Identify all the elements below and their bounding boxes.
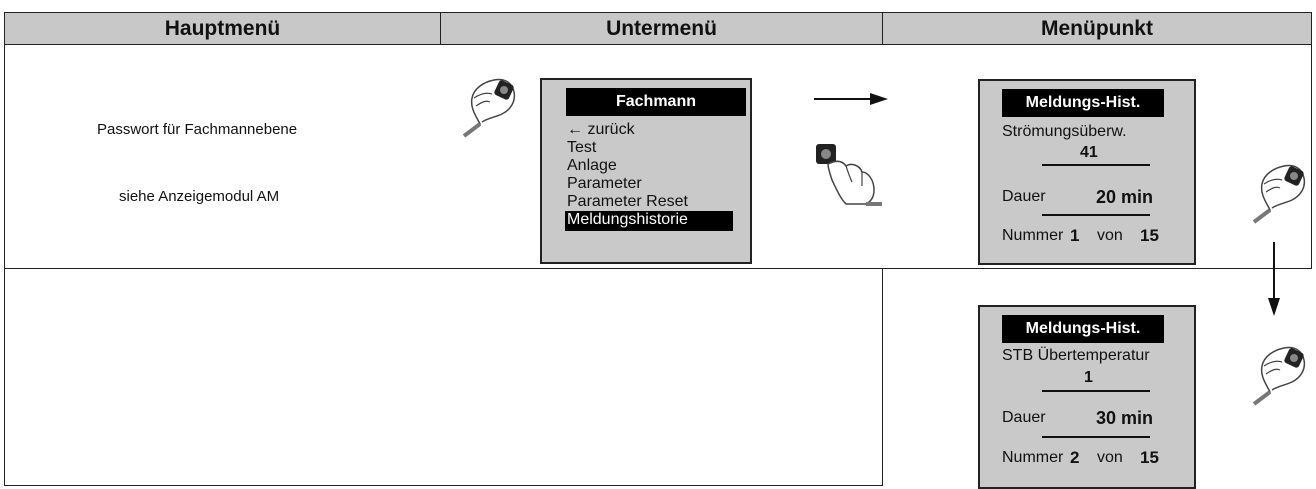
header-untermenu: Untermenü [440, 12, 883, 45]
table-row-divider [4, 268, 1312, 269]
table-right-border [1311, 44, 1312, 268]
menu-item-back[interactable]: ← zurück [567, 121, 635, 138]
history-2-of-label: von [1097, 449, 1123, 466]
history-1-title: Meldungs-Hist. [1002, 89, 1164, 117]
menu-item-anlage[interactable]: Anlage [567, 157, 617, 174]
history-1-number-value: 1 [1070, 226, 1080, 245]
knob-turn-hand-icon-2 [1252, 164, 1306, 224]
table-bottom-border [4, 485, 883, 486]
history-1-code: 41 [1080, 144, 1098, 161]
history-1-message: Strömungsüberw. [1002, 123, 1127, 140]
history-1-of-label: von [1097, 227, 1123, 244]
header-hauptmenu: Hauptmenü [4, 12, 441, 45]
submenu-panel: Fachmann ← zurück Test Anlage Parameter … [540, 78, 752, 264]
history-2-title: Meldungs-Hist. [1002, 315, 1164, 343]
history-1-total: 15 [1140, 226, 1159, 245]
history-1-rule-bottom [1042, 214, 1150, 216]
knob-press-hand-icon [816, 144, 882, 206]
menu-item-parameter-reset[interactable]: Parameter Reset [567, 193, 688, 210]
history-2-rule-bottom [1042, 436, 1150, 438]
header-hauptmenu-label: Hauptmenü [164, 16, 281, 40]
header-menupunkt-label: Menüpunkt [1041, 16, 1153, 40]
menu-item-parameter[interactable]: Parameter [567, 175, 642, 192]
history-2-code: 1 [1084, 369, 1093, 386]
header-menupunkt: Menüpunkt [882, 12, 1312, 45]
history-2-message: STB Übertemperatur [1002, 347, 1150, 364]
table-left-border [4, 44, 5, 486]
history-1-duration-value: 20 min [1096, 187, 1154, 207]
menu-item-test[interactable]: Test [567, 139, 597, 156]
display-module-note: siehe Anzeigemodul AM [119, 188, 280, 205]
history-2-number-label: Nummer [1002, 449, 1064, 466]
history-1-duration-label: Dauer [1002, 188, 1046, 205]
history-1-number-label: Nummer [1002, 227, 1064, 244]
history-2-number-value: 2 [1070, 448, 1080, 467]
history-panel-1: Meldungs-Hist. Strömungsüberw. 41 Dauer … [978, 79, 1196, 265]
history-1-rule-top [1042, 164, 1150, 166]
knob-turn-hand-icon [462, 78, 516, 138]
header-untermenu-label: Untermenü [606, 16, 717, 40]
arrow-down-icon [1268, 242, 1280, 316]
menu-item-meldungshistorie[interactable]: Meldungshistorie [565, 211, 733, 231]
history-panel-2: Meldungs-Hist. STB Übertemperatur 1 Daue… [978, 305, 1196, 489]
knob-turn-hand-icon-3 [1252, 346, 1306, 406]
password-note: Passwort für Fachmannebene [97, 121, 298, 138]
submenu-title: Fachmann [566, 88, 746, 116]
history-2-duration-label: Dauer [1002, 409, 1046, 426]
table-inner-right-border [882, 268, 883, 486]
history-2-rule-top [1042, 390, 1150, 392]
history-2-total: 15 [1140, 448, 1159, 467]
history-2-duration-value: 30 min [1096, 408, 1154, 428]
arrow-right-icon [814, 93, 888, 105]
